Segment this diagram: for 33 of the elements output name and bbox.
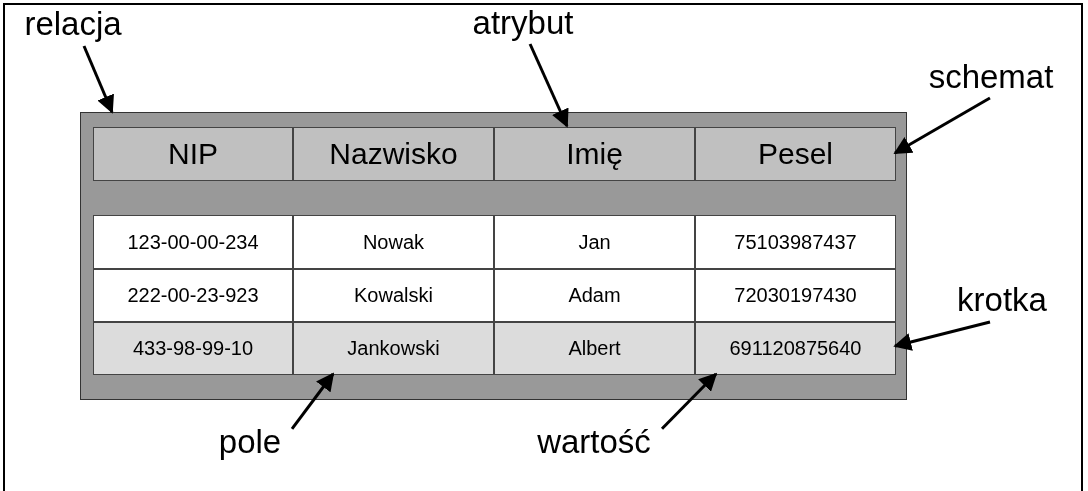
- table-cell: Jankowski: [293, 322, 494, 375]
- term-label: atrybut: [472, 4, 574, 42]
- table-row: [93, 215, 896, 269]
- table-row: [93, 322, 896, 375]
- table-cell: 433-98-99-10: [93, 322, 293, 375]
- arrow: [290, 372, 335, 430]
- arrow: [660, 372, 718, 430]
- table-cell: Kowalski: [293, 269, 494, 322]
- table-panel: [80, 112, 907, 400]
- term-label: krotka: [957, 281, 1047, 319]
- header-cell: NIP: [93, 127, 293, 181]
- header-cell: Nazwisko: [293, 127, 494, 181]
- table-cell: 691120875640: [695, 322, 896, 375]
- table-row: [93, 269, 896, 322]
- arrow: [893, 320, 991, 351]
- table-cell: 123-00-00-234: [93, 215, 293, 269]
- table-cell: Jan: [494, 215, 695, 269]
- table-cell: Albert: [494, 322, 695, 375]
- table-cell: 75103987437: [695, 215, 896, 269]
- header-cell: Pesel: [695, 127, 896, 181]
- table-cell: 72030197430: [695, 269, 896, 322]
- arrow: [528, 43, 569, 128]
- table-cell: Adam: [494, 269, 695, 322]
- term-label: relacja: [24, 5, 122, 43]
- arrow: [82, 45, 114, 114]
- term-label: wartość: [537, 423, 651, 461]
- table-cell: 222-00-23-923: [93, 269, 293, 322]
- header-cell: Imię: [494, 127, 695, 181]
- table-cell: Nowak: [293, 215, 494, 269]
- table-row: [93, 127, 896, 181]
- term-label: schemat: [928, 58, 1054, 96]
- term-label: pole: [218, 423, 282, 461]
- arrow: [893, 96, 991, 155]
